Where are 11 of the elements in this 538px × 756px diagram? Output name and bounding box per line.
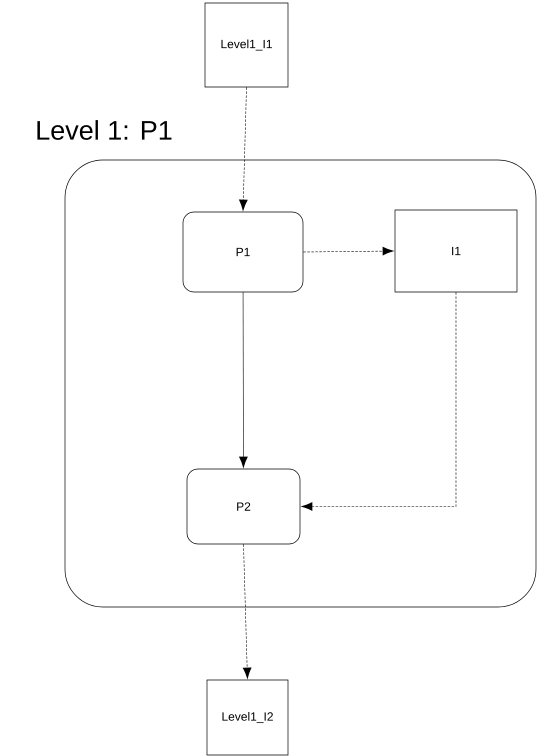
data-box: I1 (394, 210, 518, 292)
arrow (239, 87, 248, 211)
arrow (242, 544, 252, 679)
process-box: P2 (186, 468, 300, 544)
arrow (303, 246, 394, 256)
process-box: P1 (182, 212, 304, 292)
data-box: Level1_I2 (206, 680, 288, 756)
group-heading: Level 1: P1 (37, 120, 172, 140)
data-box: Level1_I1 (204, 2, 288, 88)
arrow (239, 292, 248, 468)
arrow (301, 292, 456, 511)
